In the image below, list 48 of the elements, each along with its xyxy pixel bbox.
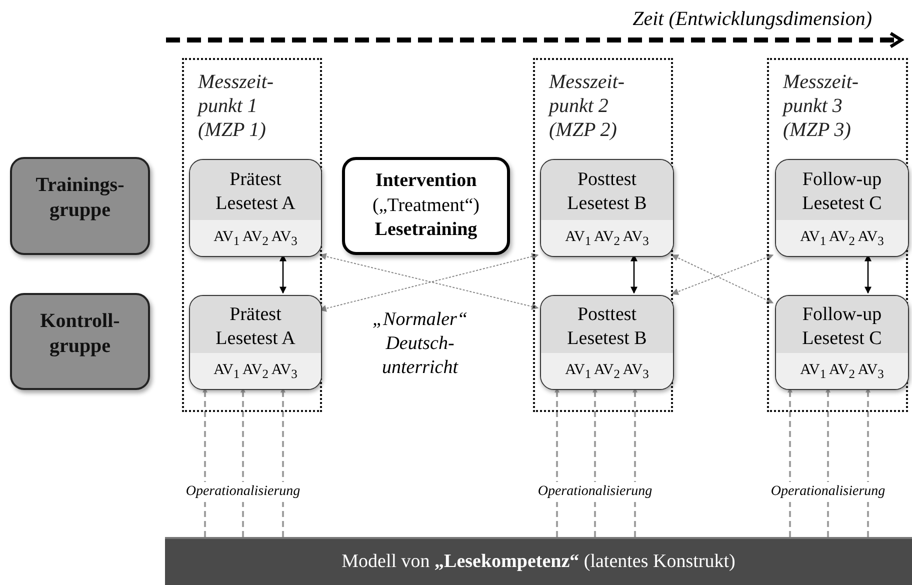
arrow (554, 388, 560, 537)
test-title: Follow-up Lesetest C (776, 296, 908, 353)
arrow (280, 388, 286, 537)
arrow (630, 254, 638, 294)
arrow (864, 254, 872, 294)
variables-row: AV$_{1}$ AV$_{2}$ AV$_{3}$ (190, 353, 321, 389)
arrow (866, 388, 870, 537)
model-label: Modell von „Lesekompetenz“ (latentes Konstrukt) (342, 551, 736, 573)
time-point-frame (767, 58, 908, 412)
time-point-label: Messzeit- punkt 1 (MZP 1) (198, 70, 275, 142)
arrow (671, 254, 774, 295)
group-box (10, 157, 150, 255)
test-box (540, 159, 674, 257)
arrow (788, 388, 792, 537)
test-box (189, 159, 322, 257)
test-box (540, 295, 674, 390)
test-box (775, 295, 909, 390)
arrow (826, 388, 830, 537)
test-box (775, 159, 909, 257)
arrow (240, 388, 246, 537)
control-condition-label: „Normaler“ Deutsch- unterricht (371, 308, 469, 380)
variables-row: AV$_{1}$ AV$_{2}$ AV$_{3}$ (541, 353, 673, 389)
arrow (202, 388, 208, 537)
time-axis-label: Zeit (Entwicklungsdimension) (632, 8, 872, 31)
variables-row: AV$_{1}$ AV$_{2}$ AV$_{3}$ (541, 220, 673, 256)
intervention-box (342, 157, 510, 255)
group-box (10, 293, 150, 390)
arrow (280, 254, 286, 294)
time-point-label: Messzeit- punkt 3 (MZP 3) (783, 70, 860, 142)
variables-row: AV$_{1}$ AV$_{2}$ AV$_{3}$ (776, 353, 908, 389)
variables-row: AV$_{1}$ AV$_{2}$ AV$_{3}$ (776, 220, 908, 256)
test-title: Prätest Lesetest A (190, 296, 321, 353)
intervention-label: Intervention („Treatment“) Lesetraining (372, 168, 480, 242)
model-bar (165, 537, 912, 585)
arrow (671, 254, 774, 304)
test-title: Prätest Lesetest A (190, 160, 321, 220)
test-title: Posttest Lesetest B (541, 160, 673, 220)
test-title: Posttest Lesetest B (541, 296, 673, 353)
group-label: Kontroll- gruppe (39, 309, 121, 359)
time-point-label: Messzeit- punkt 2 (MZP 2) (549, 70, 626, 142)
arrow (632, 388, 638, 537)
arrow (592, 388, 598, 537)
variables-row: AV$_{1}$ AV$_{2}$ AV$_{3}$ (190, 220, 321, 256)
test-title: Follow-up Lesetest C (776, 160, 908, 220)
group-label: Trainings- gruppe (34, 173, 126, 223)
time-point-frame (182, 58, 322, 412)
time-point-frame (533, 58, 673, 412)
test-box (189, 295, 322, 390)
